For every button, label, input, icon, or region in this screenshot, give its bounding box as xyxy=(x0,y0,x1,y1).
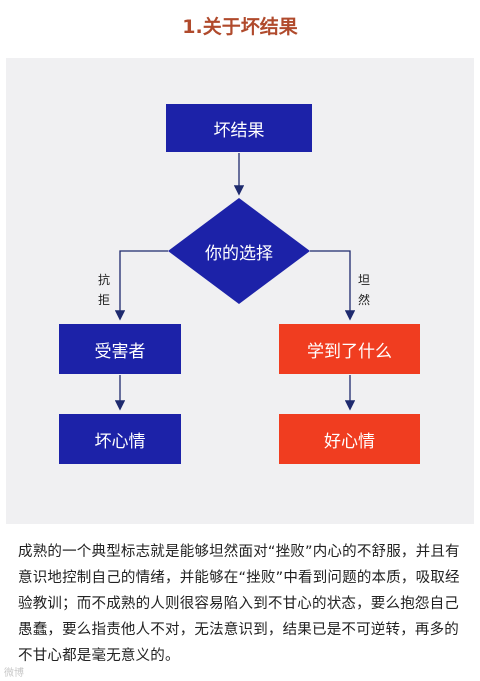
label-resist: 抗 拒 xyxy=(97,273,110,307)
node-bad-result: 坏结果 xyxy=(166,104,312,152)
node-learned-label: 学到了什么 xyxy=(307,341,392,362)
node-good-mood: 好心情 xyxy=(279,414,420,464)
connector-choice-to-left xyxy=(114,250,168,321)
node-your-choice: 你的选择 xyxy=(168,236,310,266)
body-paragraph: 成熟的一个典型标志就是能够坦然面对“挫败”内心的不舒服，并且有意识地控制自己的情… xyxy=(18,544,460,664)
choice-diamond xyxy=(168,198,310,304)
label-calm: 坦 然 xyxy=(357,273,370,307)
node-victim-label: 受害者 xyxy=(94,341,146,362)
node-bad-mood-label: 坏心情 xyxy=(94,431,146,452)
node-bad-result-label: 坏结果 xyxy=(213,120,265,141)
connector-choice-to-right xyxy=(310,250,356,321)
page-title: 1.关于坏结果 xyxy=(182,16,298,38)
node-good-mood-label: 好心情 xyxy=(324,431,375,452)
node-bad-mood: 坏心情 xyxy=(59,414,181,464)
watermark: 微博 xyxy=(4,668,24,679)
node-your-choice-label: 你的选择 xyxy=(205,243,273,264)
node-learned: 学到了什么 xyxy=(279,324,420,374)
node-victim: 受害者 xyxy=(59,324,181,374)
